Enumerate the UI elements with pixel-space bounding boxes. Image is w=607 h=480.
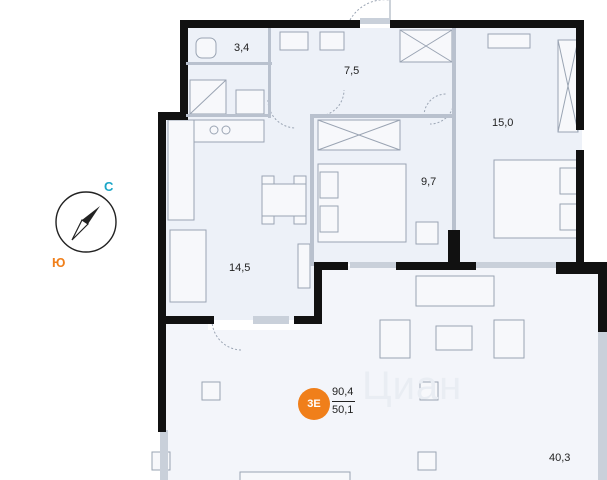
sofa-icon — [169, 229, 207, 303]
washing-machine-icon — [279, 31, 309, 51]
room-fills — [166, 28, 600, 480]
stove-icon — [209, 125, 231, 135]
compass-north-label: С — [104, 179, 114, 194]
room-area-bedroom-large: 15,0 — [492, 117, 514, 129]
compass-south-label: Ю — [52, 255, 66, 270]
dining-table-icon — [261, 175, 307, 225]
wardrobe-small-icon — [317, 119, 401, 151]
double-bed-small-icon — [317, 163, 407, 243]
living-area: 50,1 — [332, 401, 356, 416]
boiler-icon — [319, 31, 345, 51]
wardrobe-bedroom-icon — [557, 39, 579, 133]
entrance-door-icon — [349, 0, 391, 21]
armchair-left-icon — [379, 319, 411, 359]
total-area: 90,4 — [332, 386, 354, 398]
sink-icon — [235, 89, 265, 115]
wardrobe-icon — [399, 29, 453, 63]
furniture — [151, 29, 581, 480]
room-area-hall: 7,5 — [344, 65, 360, 77]
armchair-right-icon — [493, 319, 525, 359]
area-fraction: 90,4 50,1 — [332, 386, 356, 416]
walls — [158, 20, 607, 432]
room-fill-terrace — [166, 266, 600, 480]
shower-icon — [189, 79, 227, 115]
desk-icon — [487, 33, 531, 49]
room-area-bedroom-small: 9,7 — [421, 176, 437, 188]
apartment-badge: 3E — [298, 388, 330, 420]
toilet-icon — [195, 37, 217, 59]
watermark-text: Циан — [362, 364, 463, 408]
room-area-terrace: 40,3 — [549, 452, 571, 464]
room-area-kitchen-living: 14,5 — [229, 262, 251, 274]
kitchen-counter-icon — [167, 119, 265, 221]
double-bed-large-icon — [493, 159, 581, 239]
outdoor-sofa-icon — [415, 275, 495, 307]
coffee-table-icon — [435, 325, 473, 351]
terrace-bench-icon — [239, 471, 351, 480]
chair-icon — [415, 221, 439, 245]
room-area-bathroom: 3,4 — [234, 42, 250, 54]
tv-stand-icon — [297, 243, 311, 289]
